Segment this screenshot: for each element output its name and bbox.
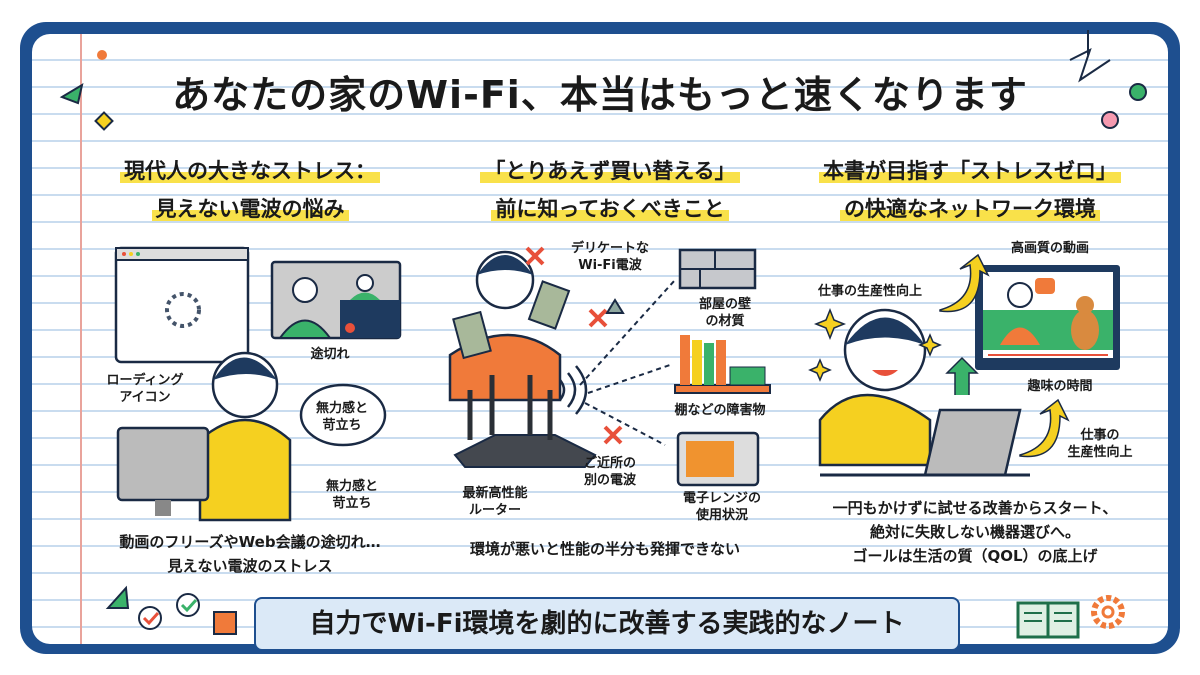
book-icon [1016, 601, 1080, 639]
productivity-label-2: 仕事の 生産性向上 [1067, 428, 1133, 460]
brick-wall [678, 248, 757, 290]
up-arrow-icon [939, 253, 1070, 458]
dot-icon [97, 50, 107, 60]
laptop [820, 408, 1030, 477]
wall-label: 部屋の壁 の材質 [698, 297, 751, 329]
column-3-caption: 一円もかけずに試せる改善からスタート、絶対に失敗しない機器選びへ。ゴールは生活の… [832, 499, 1118, 565]
bubble-text: 無力感と 苛立ち [315, 401, 368, 433]
diamond-icon [94, 111, 114, 131]
page-title: あなたの家のWi-Fi、本当はもっと速くなります [172, 73, 1028, 117]
pink-circle-icon [1101, 111, 1119, 129]
delicate-wifi-label: デリケートな Wi-Fi電波 [570, 241, 649, 273]
wifi-waves-icon [558, 365, 588, 415]
stressed-person [198, 351, 292, 522]
signal-arrows [579, 279, 676, 446]
router-label: 最新高性能 ルーター [462, 486, 528, 518]
column-2-heading: 「とりあえず買い替える」 前に知っておくべきこと [430, 152, 790, 228]
sparkle-icon [808, 307, 942, 382]
square-icon [213, 611, 237, 635]
column-2-caption: 環境が悪いと性能の半分も発揮できない [469, 540, 740, 558]
hd-video-label: 高画質の動画 [1010, 241, 1089, 256]
hobby-time-label: 趣味の時間 [1027, 379, 1093, 394]
router [453, 375, 597, 468]
loading-icon-label: ローディング アイコン [106, 373, 184, 405]
microwave-label: 電子レンジの 使用状況 [682, 491, 761, 523]
bottom-banner: 自力でWi-Fi環境を劇的に改善する実践的なノート [254, 597, 960, 651]
stress-illustration [114, 246, 402, 522]
tv-screen [975, 265, 1120, 370]
triangle-icon [105, 585, 130, 609]
wavy-line-icon [1069, 48, 1111, 83]
microwave [676, 431, 760, 487]
check-icon [176, 593, 200, 617]
bookshelf [674, 335, 771, 394]
column-1-caption: 動画のフリーズやWeb会議の途切れ…見えない電波のストレス [119, 533, 381, 575]
browser-window [114, 246, 250, 364]
green-arrow-icon [945, 356, 979, 395]
monitor [116, 426, 210, 516]
column-1-heading: 現代人の大きなストレス： 見えない電波の悩み [80, 152, 420, 228]
person-with-money [448, 250, 571, 402]
triangle-icon [59, 82, 84, 105]
router-illustration [448, 246, 771, 487]
wifi-triangle-icon [605, 298, 625, 314]
loading-spinner-icon [165, 292, 201, 328]
gear-icon [1091, 595, 1125, 629]
happy-person-illustration [808, 253, 1120, 477]
bubble-caption: 無力感と 苛立ち [325, 479, 378, 511]
neighbor-signal-label: ご近所の 別の電波 [583, 456, 636, 488]
video-call-window [270, 260, 402, 340]
x-mark-icon [525, 246, 623, 445]
check-icon [138, 606, 162, 630]
circle-icon [1129, 83, 1147, 101]
productivity-label: 仕事の生産性向上 [817, 284, 922, 299]
column-3-heading: 本書が目指す「ストレスゼロ」 の快適なネットワーク環境 [790, 152, 1150, 228]
thought-bubble [299, 383, 387, 447]
margin-line [80, 34, 82, 644]
dropout-label: 途切れ [310, 347, 350, 362]
happy-person [818, 308, 932, 467]
shelf-label: 棚などの障害物 [674, 403, 766, 418]
